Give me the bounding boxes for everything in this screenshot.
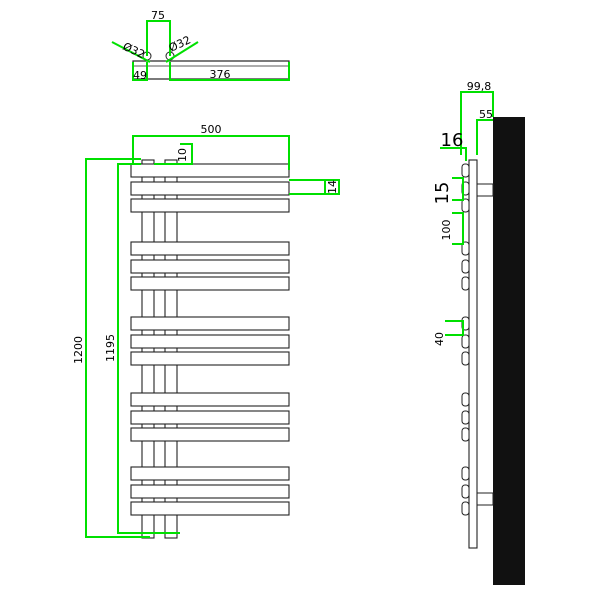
front-view-bar [130,351,290,366]
top-view-width-dimension-line [146,20,171,56]
side-view-bar-end [461,163,470,178]
top-view-bar-length-dimension-line [169,62,290,81]
top-view-left-offset-label: 49 [133,69,147,82]
front-view-bar [130,427,290,442]
front-view-bar [130,392,290,407]
front-view-bar [130,484,290,499]
front-view-total-height-dimension-line [85,158,150,538]
side-view-group-gap-label: 40 [433,332,446,346]
side-view-column [468,159,478,549]
side-view: 99,8 55 16 15 100 40 [432,80,525,585]
side-view-bar-end [461,334,470,349]
front-view-bar [130,316,290,331]
top-view-left-pipe-leader [111,41,151,63]
front-view-column-gap-dimension-line [154,143,193,165]
front-view-column-left [141,159,155,539]
front-view-bar-thickness-dimension-line [289,179,340,195]
side-view-group-gap-dimension-line [445,320,464,336]
side-view-bar-end [461,276,470,291]
side-view-bar-end [461,484,470,499]
front-view-column-right [164,159,178,539]
front-view-bar [130,241,290,256]
top-view-bar-length-label: 376 [210,68,231,81]
front-view-total-width-dimension-line [132,135,290,170]
front-view-bar [130,334,290,349]
side-view-top-gap-dimension-line [440,147,467,161]
side-view-wall-offset-dimension-line [476,119,493,155]
side-view-bar-depth-dimension-line [452,177,464,201]
top-view-left-offset-dimension-line [132,62,148,81]
front-view-bar [130,163,290,178]
top-view-right-pipe-leader [165,41,199,63]
front-view-column-height-label: 1195 [104,334,117,362]
side-view-bar-depth-label: 15 [432,182,453,205]
side-view-total-depth-dimension-line [460,91,494,155]
front-view: 500 10 14 1200 1195 [72,123,340,539]
side-view-top-bracket [476,183,494,197]
side-view-bar-end [461,410,470,425]
side-view-top-gap-label: 16 [441,130,464,151]
side-view-bar-ends [461,163,470,516]
front-view-bar [130,181,290,196]
side-view-wall [493,117,525,585]
side-view-bottom-bracket [476,492,494,506]
front-view-bars [130,163,290,516]
front-view-bar [130,259,290,274]
side-view-bar-end [461,259,470,274]
side-view-bar-end [461,427,470,442]
top-view: 75 Ø32 Ø32 49 376 [111,9,290,82]
side-view-bar-end [461,351,470,366]
front-view-bar [130,501,290,516]
front-view-column-height-dimension-line [117,163,180,534]
front-view-columns [141,159,178,539]
front-view-column-gap-label: 10 [176,148,189,162]
side-view-total-depth-label: 99,8 [467,80,492,93]
top-view-width-label: 75 [151,9,165,22]
side-view-bar-end [461,466,470,481]
side-view-bar-end [461,392,470,407]
side-view-bar-pitch-label: 100 [440,220,453,241]
side-view-bar-end [461,241,470,256]
front-view-bar [130,276,290,291]
side-view-bar-end [461,501,470,516]
front-view-bar-thickness-label: 14 [326,180,339,194]
front-view-total-height-label: 1200 [72,336,85,364]
front-view-bar [130,410,290,425]
side-view-bar-end [461,198,470,213]
front-view-bar [130,466,290,481]
front-view-bar [130,198,290,213]
side-view-wall-offset-label: 55 [479,108,493,121]
side-view-bar-pitch-dimension-line [452,212,464,245]
front-view-total-width-label: 500 [201,123,222,136]
